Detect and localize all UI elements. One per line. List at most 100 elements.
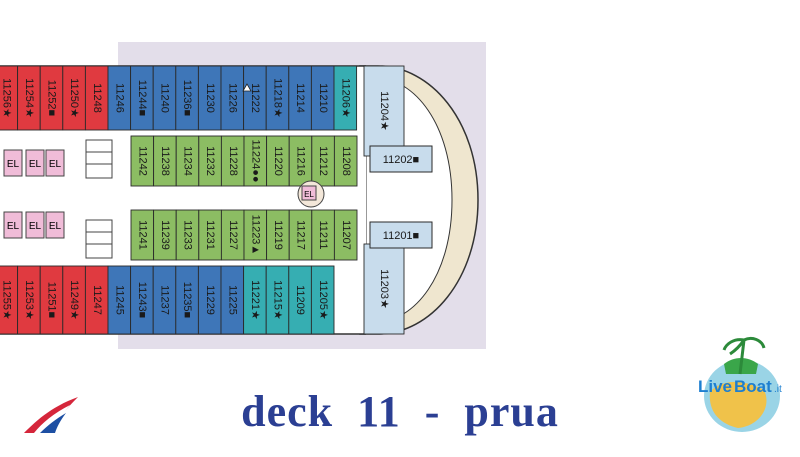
cabin-11215[interactable]: 11215★ bbox=[265, 265, 290, 335]
cabin-11209[interactable]: 11209 bbox=[288, 265, 312, 335]
cabin-11256[interactable]: 11256★ bbox=[0, 65, 19, 131]
cabin-11242[interactable]: 11242 bbox=[130, 135, 155, 187]
elevator-4: EL bbox=[3, 211, 23, 239]
cabin-number: 11218★ bbox=[272, 78, 284, 118]
cabin-11227[interactable]: 11227 bbox=[220, 209, 245, 261]
cabin-11230[interactable]: 11230 bbox=[197, 65, 222, 131]
cabin-11234[interactable]: 11234 bbox=[175, 135, 200, 187]
cabin-11208[interactable]: 11208 bbox=[333, 135, 358, 187]
cabin-number: 11223▲ bbox=[249, 215, 261, 256]
cabin-number: 11226 bbox=[226, 83, 238, 113]
cabin-11254[interactable]: 11254★ bbox=[17, 65, 41, 131]
cabin-11229[interactable]: 11229 bbox=[197, 265, 222, 335]
cabin-11210[interactable]: 11210 bbox=[310, 65, 335, 131]
cabin-number: 11211 bbox=[317, 221, 329, 250]
cabin-11246[interactable]: 11246 bbox=[107, 65, 132, 131]
cabin-11217[interactable]: 11217 bbox=[288, 209, 313, 261]
elevator-2: EL bbox=[25, 149, 45, 177]
cabin-11239[interactable]: 11239 bbox=[153, 209, 177, 261]
cabin-number: 11227 bbox=[227, 220, 239, 250]
cabin-number: 11224●● bbox=[249, 139, 261, 182]
cabin-number: 11252■ bbox=[46, 80, 58, 116]
cabin-11201[interactable]: 11201■ bbox=[369, 221, 433, 249]
corridor-markers bbox=[242, 83, 252, 92]
cabin-number: 11234 bbox=[182, 146, 194, 176]
cabin-11202[interactable]: 11202■ bbox=[369, 145, 433, 173]
cabin-11247[interactable]: 11247 bbox=[84, 265, 109, 335]
cabin-11235[interactable]: 11235■ bbox=[175, 265, 199, 335]
cabin-number: 11255★ bbox=[0, 280, 12, 320]
cabin-11226[interactable]: 11226 bbox=[220, 65, 245, 131]
cabin-11219[interactable]: 11219 bbox=[266, 209, 290, 261]
cabin-11207[interactable]: 11207 bbox=[333, 209, 358, 261]
cabin-11236[interactable]: 11236■ bbox=[175, 65, 199, 131]
cabin-11221[interactable]: 11221★ bbox=[243, 265, 267, 335]
cabin-number: 11248 bbox=[91, 83, 103, 113]
carnival-funnel-logo bbox=[24, 397, 78, 433]
cabin-11237[interactable]: 11237 bbox=[152, 265, 177, 335]
cabin-11249[interactable]: 11249★ bbox=[62, 265, 86, 335]
cabins-layer: 11256★11254★ 11252■ 11250★ 11248 11246 11244■… bbox=[0, 65, 433, 335]
cabin-11248[interactable]: 11248 bbox=[84, 65, 109, 131]
cabin-11205[interactable]: 11205★ bbox=[310, 265, 335, 335]
cabin-11216[interactable]: 11216 bbox=[288, 135, 313, 187]
stair-elevator-label: EL bbox=[304, 190, 314, 199]
cabin-11218[interactable]: 11218★ bbox=[265, 65, 290, 131]
elevator-box bbox=[45, 149, 65, 177]
cabin-11255[interactable]: 11255★ bbox=[0, 265, 19, 335]
deck-caption: deck 11 - prua bbox=[241, 387, 559, 436]
cabin-11228[interactable]: 11228 bbox=[220, 135, 245, 187]
cabin-number: 11220 bbox=[272, 146, 284, 176]
cabin-11212[interactable]: 11212 bbox=[311, 135, 335, 187]
cabin-number: 11241 bbox=[136, 220, 148, 250]
cabin-number: 11251■ bbox=[46, 282, 58, 318]
cabin-11211[interactable]: 11211 bbox=[311, 209, 335, 261]
cabin-11214[interactable]: 11214 bbox=[288, 65, 312, 131]
cabin-number: 11233 bbox=[182, 220, 194, 250]
cabin-number: 11210 bbox=[317, 83, 329, 113]
cabin-11204[interactable]: 11204★ bbox=[363, 65, 405, 157]
cabin-number: 11253★ bbox=[23, 280, 35, 320]
cabin-11243[interactable]: 11243■ bbox=[130, 265, 154, 335]
cabin-11241[interactable]: 11241 bbox=[130, 209, 155, 261]
cabin-number: 11214 bbox=[294, 83, 306, 113]
cabin-box bbox=[363, 65, 405, 157]
cabin-11245[interactable]: 11245 bbox=[107, 265, 132, 335]
cabin-number: 11216 bbox=[295, 146, 307, 176]
cabin-number: 11217 bbox=[295, 220, 307, 250]
cabin-number: 11207 bbox=[340, 220, 352, 250]
elevator-6: EL bbox=[45, 211, 65, 239]
cabin-11223[interactable]: 11223▲ bbox=[243, 209, 268, 261]
cabin-11252[interactable]: 11252■ bbox=[39, 65, 64, 131]
cabin-11220[interactable]: 11220 bbox=[266, 135, 290, 187]
elevator-box bbox=[3, 211, 23, 239]
cabin-11231[interactable]: 11231 bbox=[198, 209, 222, 261]
cabin-box bbox=[369, 145, 433, 173]
elevator-label: EL bbox=[49, 159, 62, 170]
cabin-11232[interactable]: 11232 bbox=[198, 135, 222, 187]
liveboat-word-boat: Boat bbox=[734, 377, 772, 396]
cabin-number: 11232 bbox=[204, 146, 216, 176]
cabin-number: 11219 bbox=[272, 220, 284, 250]
cabin-11224[interactable]: 11224●● bbox=[243, 135, 268, 187]
triangle-marker-icon bbox=[242, 83, 252, 92]
cabin-11240[interactable]: 11240 bbox=[152, 65, 177, 131]
elevator-1: EL bbox=[3, 149, 23, 177]
cabin-11250[interactable]: 11250★ bbox=[62, 65, 86, 131]
cabin-11225[interactable]: 11225 bbox=[220, 265, 245, 335]
cabin-11233[interactable]: 11233 bbox=[175, 209, 200, 261]
cabin-11206[interactable]: 11206★ bbox=[333, 65, 358, 131]
palm-tree-icon bbox=[722, 336, 766, 375]
cabin-number: 11203★ bbox=[378, 269, 390, 309]
cabin-11222[interactable]: 11222 bbox=[243, 65, 267, 131]
cabin-number: 11246 bbox=[113, 83, 125, 113]
cabin-number: 11236■ bbox=[181, 80, 193, 116]
cabin-number: 11222 bbox=[249, 83, 261, 113]
elevator-box bbox=[45, 211, 65, 239]
cabin-11253[interactable]: 11253★ bbox=[17, 265, 41, 335]
cabin-11238[interactable]: 11238 bbox=[153, 135, 177, 187]
cabin-number: 11201■ bbox=[383, 230, 419, 242]
cabin-11203[interactable]: 11203★ bbox=[363, 243, 405, 335]
cabin-11251[interactable]: 11251■ bbox=[39, 265, 64, 335]
cabin-11244[interactable]: 11244■ bbox=[130, 65, 154, 131]
